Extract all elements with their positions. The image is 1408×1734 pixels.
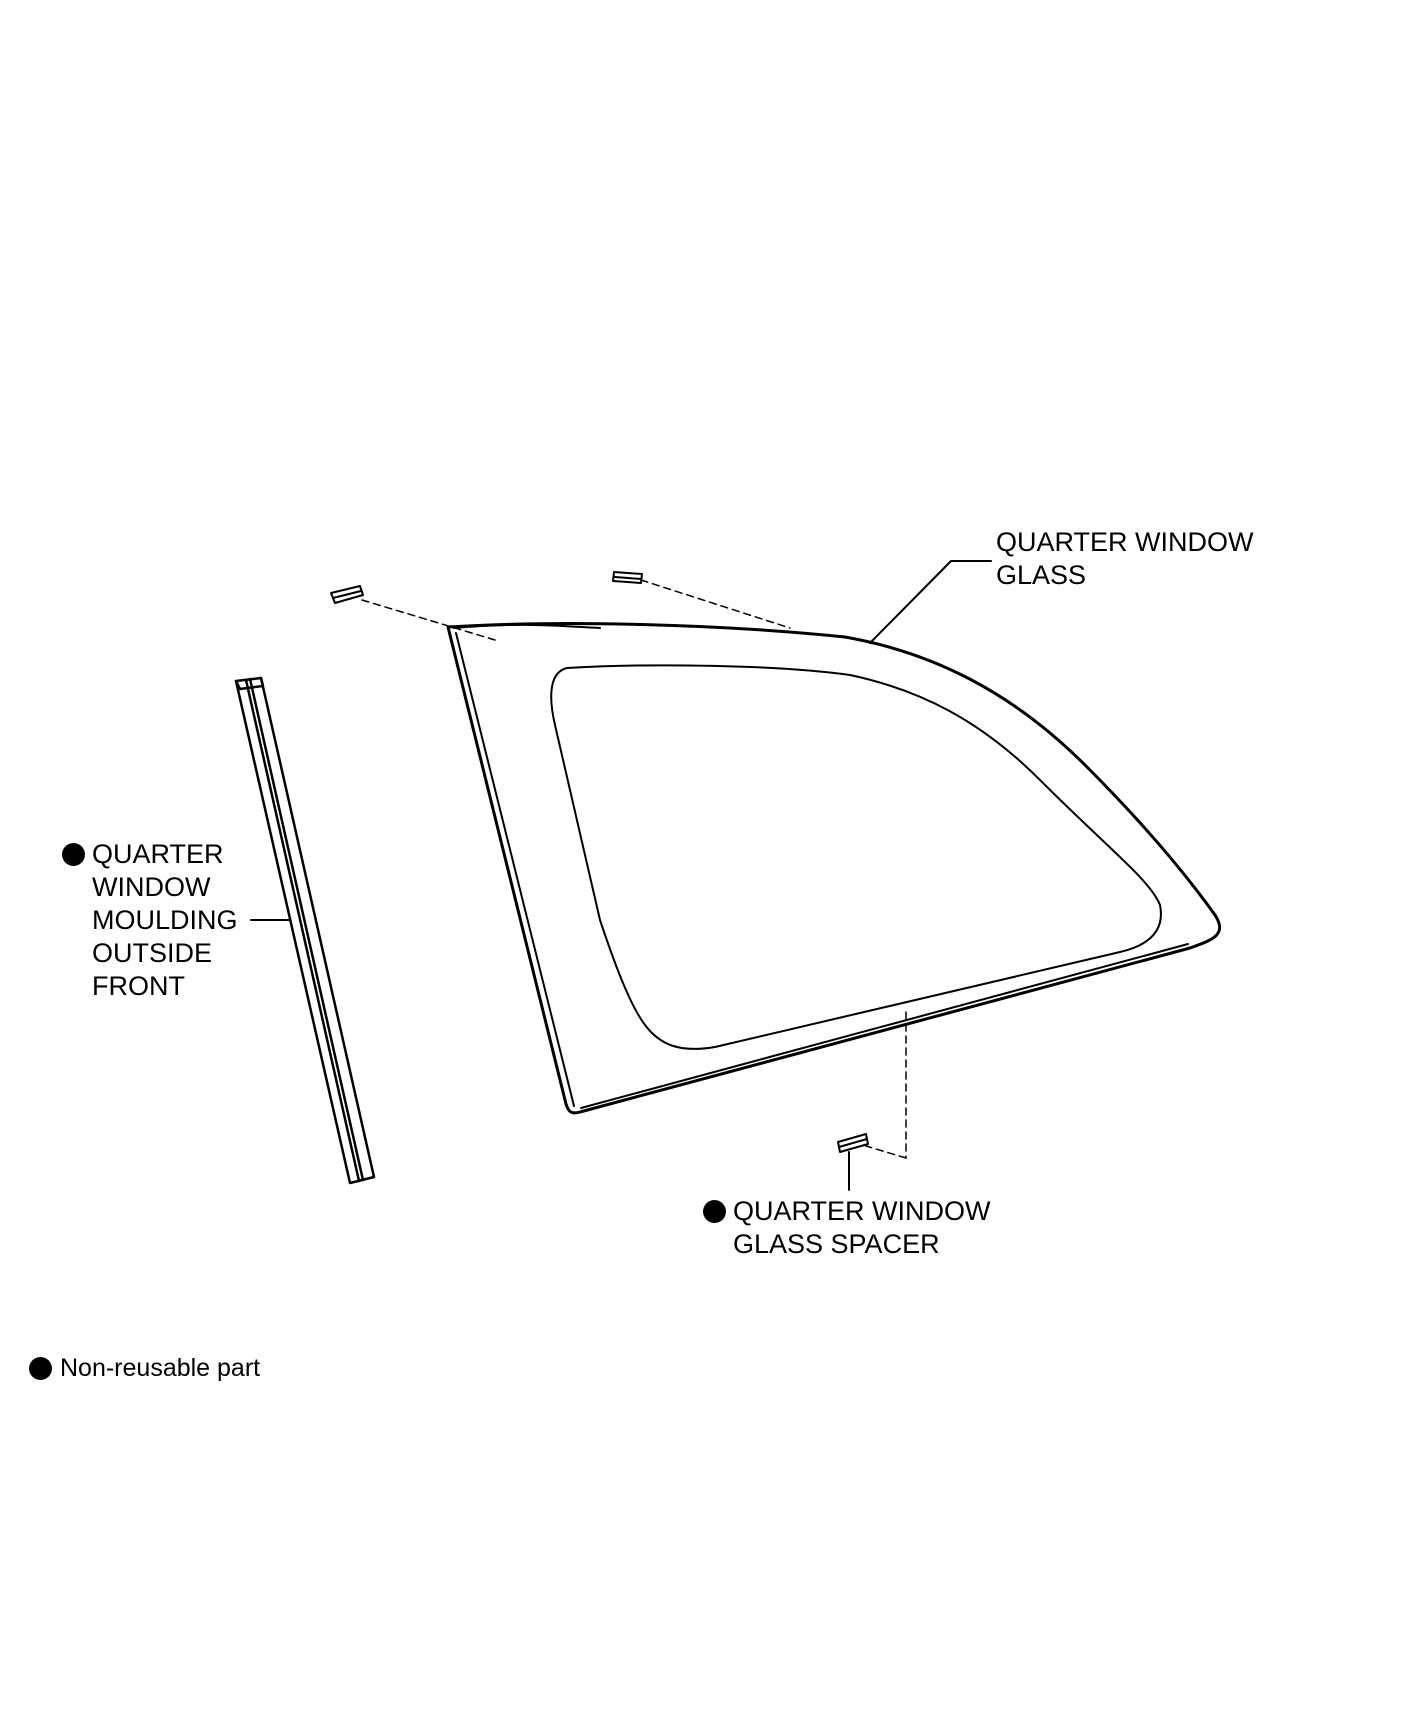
quarter-window-glass-inner-border [550,664,1162,1050]
assembly-dashed-lines [361,579,907,1159]
spacer-label: QUARTER WINDOW GLASS SPACER [733,1195,991,1261]
quarter-window-glass-thickness [453,623,601,1107]
legend-dot-icon [29,1357,52,1380]
moulding-label-line-1: QUARTER [92,839,224,869]
non-reusable-dot-icon [62,843,85,866]
moulding-label-line-2: WINDOW [92,872,211,902]
spacer-label-line-2: GLASS SPACER [733,1229,940,1259]
spacer-top-left [330,585,364,604]
moulding-label-line-3: MOULDING [92,905,238,935]
quarter-window-glass-label-line-2: GLASS [996,560,1087,590]
quarter-window-glass-label: QUARTER WINDOW GLASS [996,526,1254,592]
non-reusable-dot-icon [703,1200,726,1223]
spacer-top-middle [612,571,643,584]
spacer-label-line-1: QUARTER WINDOW [733,1196,991,1226]
spacer-bottom [837,1133,869,1153]
quarter-window-glass-leader [869,560,992,644]
quarter-window-glass-label-line-1: QUARTER WINDOW [996,527,1254,557]
legend-text: Non-reusable part [60,1354,261,1382]
moulding-label-line-4: OUTSIDE [92,938,213,968]
quarter-window-moulding [234,676,376,1185]
moulding-label-line-5: FRONT [92,971,185,1001]
quarter-window-glass-outline [446,622,1222,1115]
moulding-label: QUARTER WINDOW MOULDING OUTSIDE FRONT [92,838,238,1003]
